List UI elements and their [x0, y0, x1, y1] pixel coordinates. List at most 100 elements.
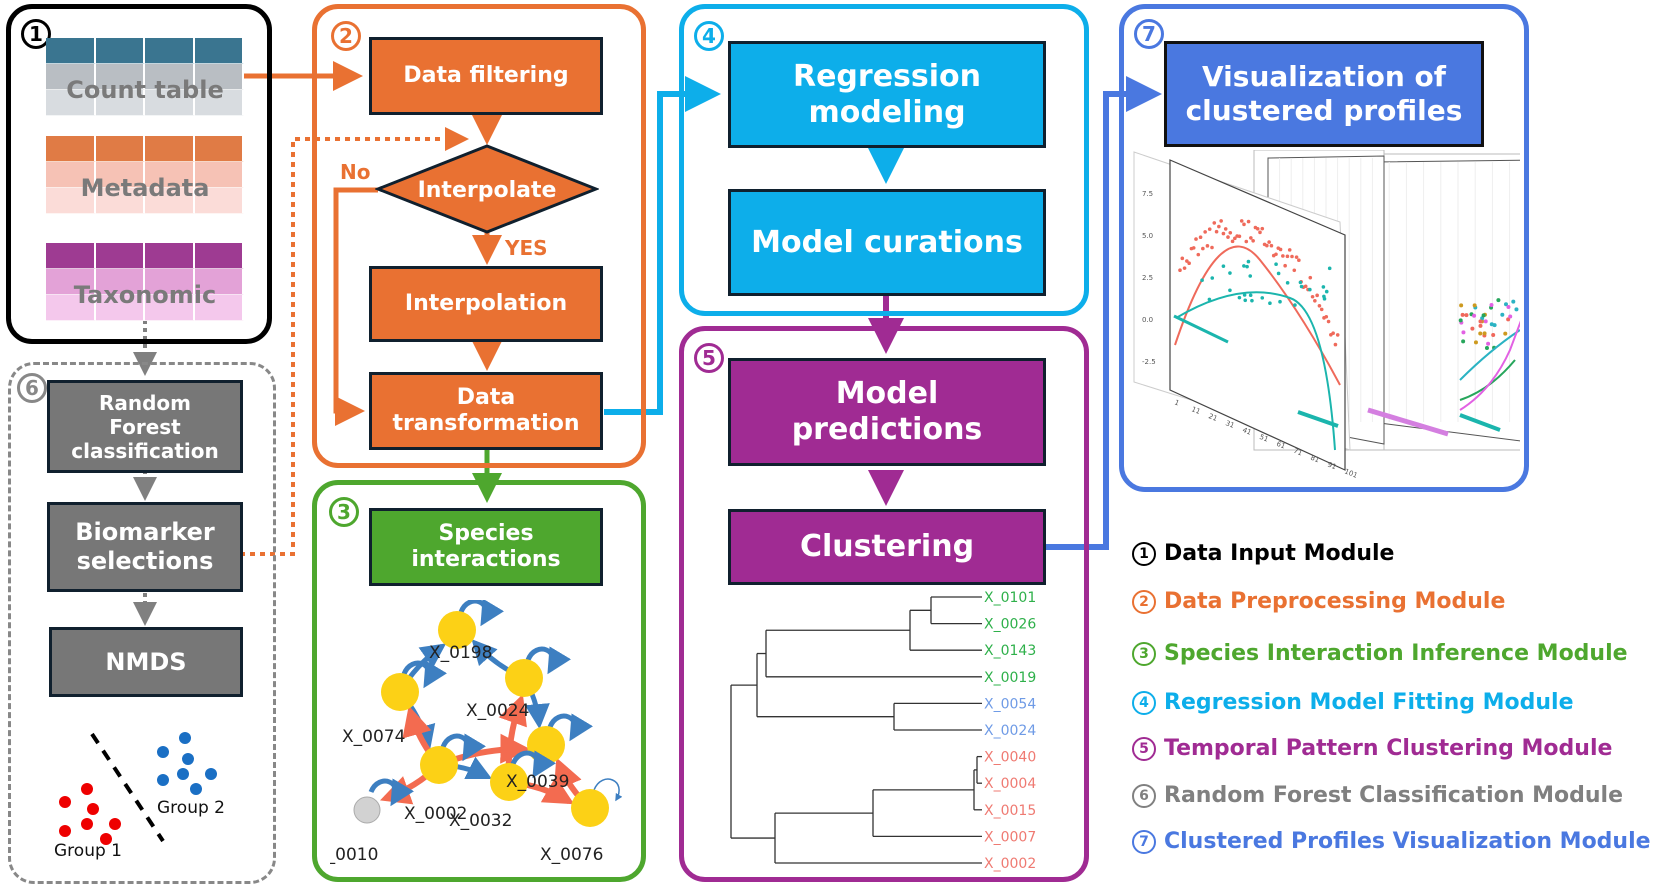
- profile-point: [1200, 278, 1204, 282]
- profile-point: [1208, 298, 1212, 302]
- taxonomic-table-label: Taxonomic: [46, 269, 244, 321]
- network-node[interactable]: [505, 659, 543, 697]
- network-node-label: X_0032: [449, 811, 512, 831]
- network-node[interactable]: [527, 726, 565, 764]
- legend-item: 4Regression Model Fitting Module: [1132, 690, 1574, 715]
- profile-point: [1183, 266, 1187, 270]
- profile-point: [1300, 285, 1304, 289]
- legend-label: Regression Model Fitting Module: [1164, 690, 1574, 715]
- x-tick-label: 71: [1292, 447, 1303, 458]
- profile-point: [1286, 281, 1290, 285]
- profile-point: [1238, 296, 1242, 300]
- network-node[interactable]: [571, 789, 609, 827]
- profile-point: [1210, 246, 1214, 250]
- profile-point: [1228, 231, 1232, 235]
- profile-point: [1334, 343, 1338, 347]
- profile-point: [1199, 235, 1203, 239]
- profile-point: [1461, 339, 1465, 343]
- y-tick-label: 0.0: [1142, 316, 1153, 324]
- group2-points: [157, 732, 217, 795]
- model-predictions-box[interactable]: Model predictions: [728, 358, 1046, 466]
- profile-point: [1228, 289, 1232, 293]
- dendrogram-leaf-label: X_0143: [984, 643, 1036, 659]
- visualization-box[interactable]: Visualization of clustered profiles: [1164, 41, 1484, 147]
- interpolate-decision[interactable]: Interpolate: [375, 143, 599, 235]
- profile-point: [1486, 342, 1490, 346]
- profile-point: [1331, 331, 1335, 335]
- nmds-box[interactable]: NMDS: [49, 627, 243, 697]
- legend-number-badge: 5: [1132, 737, 1156, 761]
- profile-point: [1327, 320, 1331, 324]
- profile-point: [1226, 235, 1230, 239]
- network-node[interactable]: [420, 746, 458, 784]
- network-node-label: X_0010: [330, 845, 378, 865]
- group1-points: [59, 783, 121, 845]
- model-curations-box[interactable]: Model curations: [728, 189, 1046, 296]
- network-node-label: X_0198: [429, 643, 492, 663]
- profile-point: [1251, 239, 1255, 243]
- network-node[interactable]: [381, 673, 419, 711]
- legend-item: 1Data Input Module: [1132, 541, 1394, 566]
- profile-point: [1196, 253, 1200, 257]
- y-tick-label: 2.5: [1142, 274, 1153, 282]
- legend-number-badge: 6: [1132, 784, 1156, 808]
- legend-item: 6 Random Forest Classification Module: [1132, 783, 1623, 808]
- data-filtering-box[interactable]: Data filtering: [369, 37, 603, 115]
- legend-number-badge: 3: [1132, 642, 1156, 666]
- profile-point: [1247, 260, 1251, 264]
- profile-point: [1483, 331, 1487, 335]
- profile-point: [1203, 230, 1207, 234]
- dendrogram-leaf-label: X_0004: [984, 776, 1036, 792]
- profile-point: [1461, 330, 1465, 334]
- profile-point: [1274, 262, 1278, 266]
- profile-point: [1245, 265, 1249, 269]
- profile-point: [1484, 319, 1488, 323]
- data-transformation-box[interactable]: Data transformation: [369, 372, 603, 450]
- species-interactions-box[interactable]: Species interactions: [369, 508, 603, 586]
- profile-point: [1243, 293, 1247, 297]
- network-node[interactable]: [354, 797, 380, 823]
- profile-point: [1506, 305, 1510, 309]
- group1-label: Group 1: [54, 841, 122, 861]
- taxonomic-table: Taxonomic: [46, 243, 244, 321]
- legend-label: Data Input Module: [1164, 541, 1394, 566]
- profile-point: [1318, 304, 1322, 308]
- interpolation-box[interactable]: Interpolation: [369, 266, 603, 342]
- profile-point: [1325, 290, 1329, 294]
- regression-modeling-box[interactable]: Regression modeling: [728, 41, 1046, 148]
- random-forest-classification-box[interactable]: Random Forest classification: [47, 380, 243, 473]
- x-tick-label: 81: [1309, 454, 1320, 465]
- profile-point: [1231, 240, 1235, 244]
- profile-point: [1270, 244, 1274, 248]
- clustering-box[interactable]: Clustering: [728, 509, 1046, 585]
- module-number-badge: 3: [329, 497, 359, 527]
- y-tick-label: 5.0: [1142, 232, 1153, 240]
- profile-point: [1243, 298, 1247, 302]
- network-node-label: X_0039: [506, 772, 569, 792]
- profile-point: [1511, 300, 1515, 304]
- profile-point: [1478, 319, 1482, 323]
- profile-point: [1215, 230, 1219, 234]
- profile-point: [1192, 246, 1196, 250]
- dendrogram-leaf-label: X_0101: [984, 590, 1036, 606]
- legend-label: Random Forest Classification Module: [1164, 783, 1623, 808]
- interaction-network: X_0198X_0074X_0024X_0039X_0002X_0032X_00…: [330, 600, 640, 870]
- legend-number-badge: 7: [1132, 830, 1156, 854]
- profile-point: [1258, 231, 1262, 235]
- x-tick-label: 21: [1207, 412, 1218, 423]
- profile-point: [1474, 340, 1478, 344]
- profile-point: [1290, 255, 1294, 259]
- dendrogram-leaf-label: X_0040: [984, 750, 1036, 766]
- profile-point: [1268, 301, 1272, 305]
- profile-point: [1206, 244, 1210, 248]
- nmds-separator: [92, 734, 163, 841]
- biomarker-selections-box[interactable]: Biomarker selections: [47, 502, 243, 592]
- profile-point: [1238, 234, 1242, 238]
- profile-point: [1293, 303, 1297, 307]
- profile-point: [1247, 220, 1251, 224]
- profile-point: [1496, 298, 1500, 302]
- y-tick-label: 7.5: [1142, 190, 1153, 198]
- profile-point: [1283, 264, 1287, 268]
- profile-point: [1201, 247, 1205, 251]
- profile-point: [1288, 248, 1292, 252]
